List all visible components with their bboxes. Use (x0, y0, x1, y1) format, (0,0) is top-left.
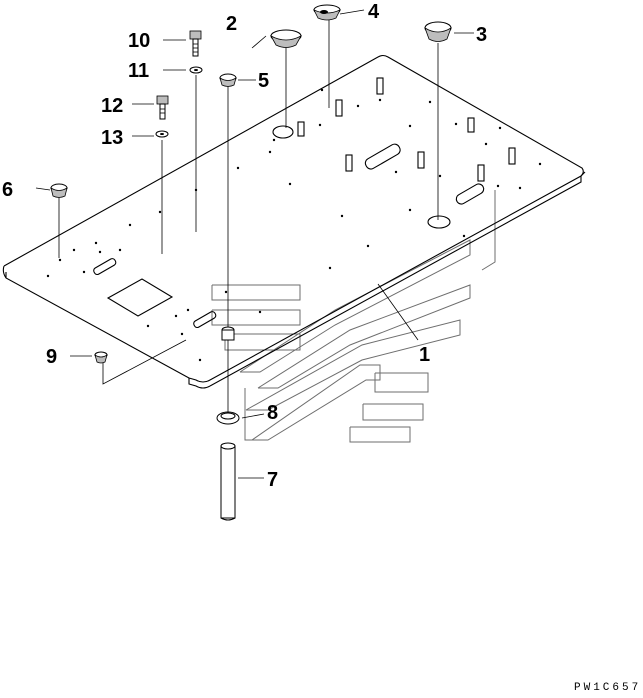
floor-plate (2, 54, 586, 389)
leader-lines (35, 9, 474, 479)
callout-13: 13 (101, 127, 123, 149)
part-8-bushing (216, 326, 240, 425)
callout-6: 6 (2, 179, 13, 201)
callout-1: 1 (419, 344, 430, 366)
plate-holes (46, 88, 542, 362)
figure-code: PW1C657 (574, 682, 641, 693)
part-10-bolt (189, 30, 202, 57)
callout-5: 5 (258, 70, 269, 92)
part-13-washer (155, 130, 169, 138)
callout-4: 4 (368, 1, 380, 23)
callout-7: 7 (267, 469, 278, 491)
callout-10: 10 (128, 30, 150, 52)
part-6-grommet (50, 183, 68, 198)
callout-11: 11 (128, 60, 149, 82)
part-3-grommet (424, 21, 452, 42)
part-11-washer (189, 66, 203, 74)
callout-9: 9 (46, 346, 57, 368)
callout-3: 3 (476, 24, 487, 46)
part-4-grommet (313, 4, 341, 21)
callout-12: 12 (101, 95, 123, 117)
callout-2: 2 (226, 13, 237, 35)
part-12-bolt (156, 95, 169, 120)
part-9-plug (94, 351, 108, 364)
callout-8: 8 (267, 402, 278, 424)
part-2-grommet (269, 29, 303, 48)
part-5-plug (219, 73, 237, 87)
floor-frame (211, 190, 496, 443)
callout-labels: 1 2 3 4 5 6 7 8 9 10 11 12 13 (2, 1, 487, 491)
part-7-pipe (220, 442, 236, 521)
